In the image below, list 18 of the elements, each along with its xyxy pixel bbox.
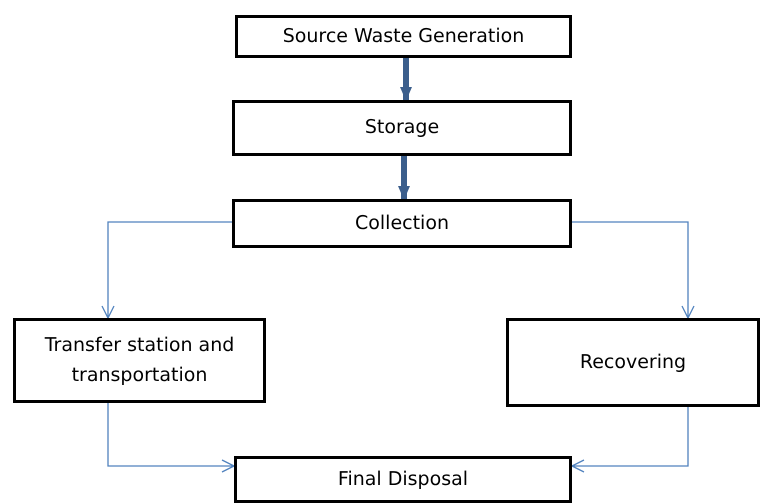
box-label: Transfer station and transportation [44, 333, 236, 388]
box-label: Collection [355, 210, 449, 236]
arrow [107, 403, 235, 473]
arrow [572, 221, 695, 319]
box-label: Final Disposal [338, 466, 468, 492]
process-box [232, 100, 572, 156]
arrow [400, 58, 412, 101]
box-label: Source Waste Generation [282, 24, 524, 49]
process-box [232, 199, 572, 248]
arrow [101, 221, 232, 319]
process-box [506, 318, 760, 407]
process-box [235, 15, 572, 58]
arrow [571, 407, 689, 473]
box-label: Recovering [580, 350, 686, 375]
process-box [13, 318, 266, 403]
process-box [234, 456, 572, 503]
box-label: Storage [364, 115, 440, 140]
arrow [398, 156, 410, 200]
